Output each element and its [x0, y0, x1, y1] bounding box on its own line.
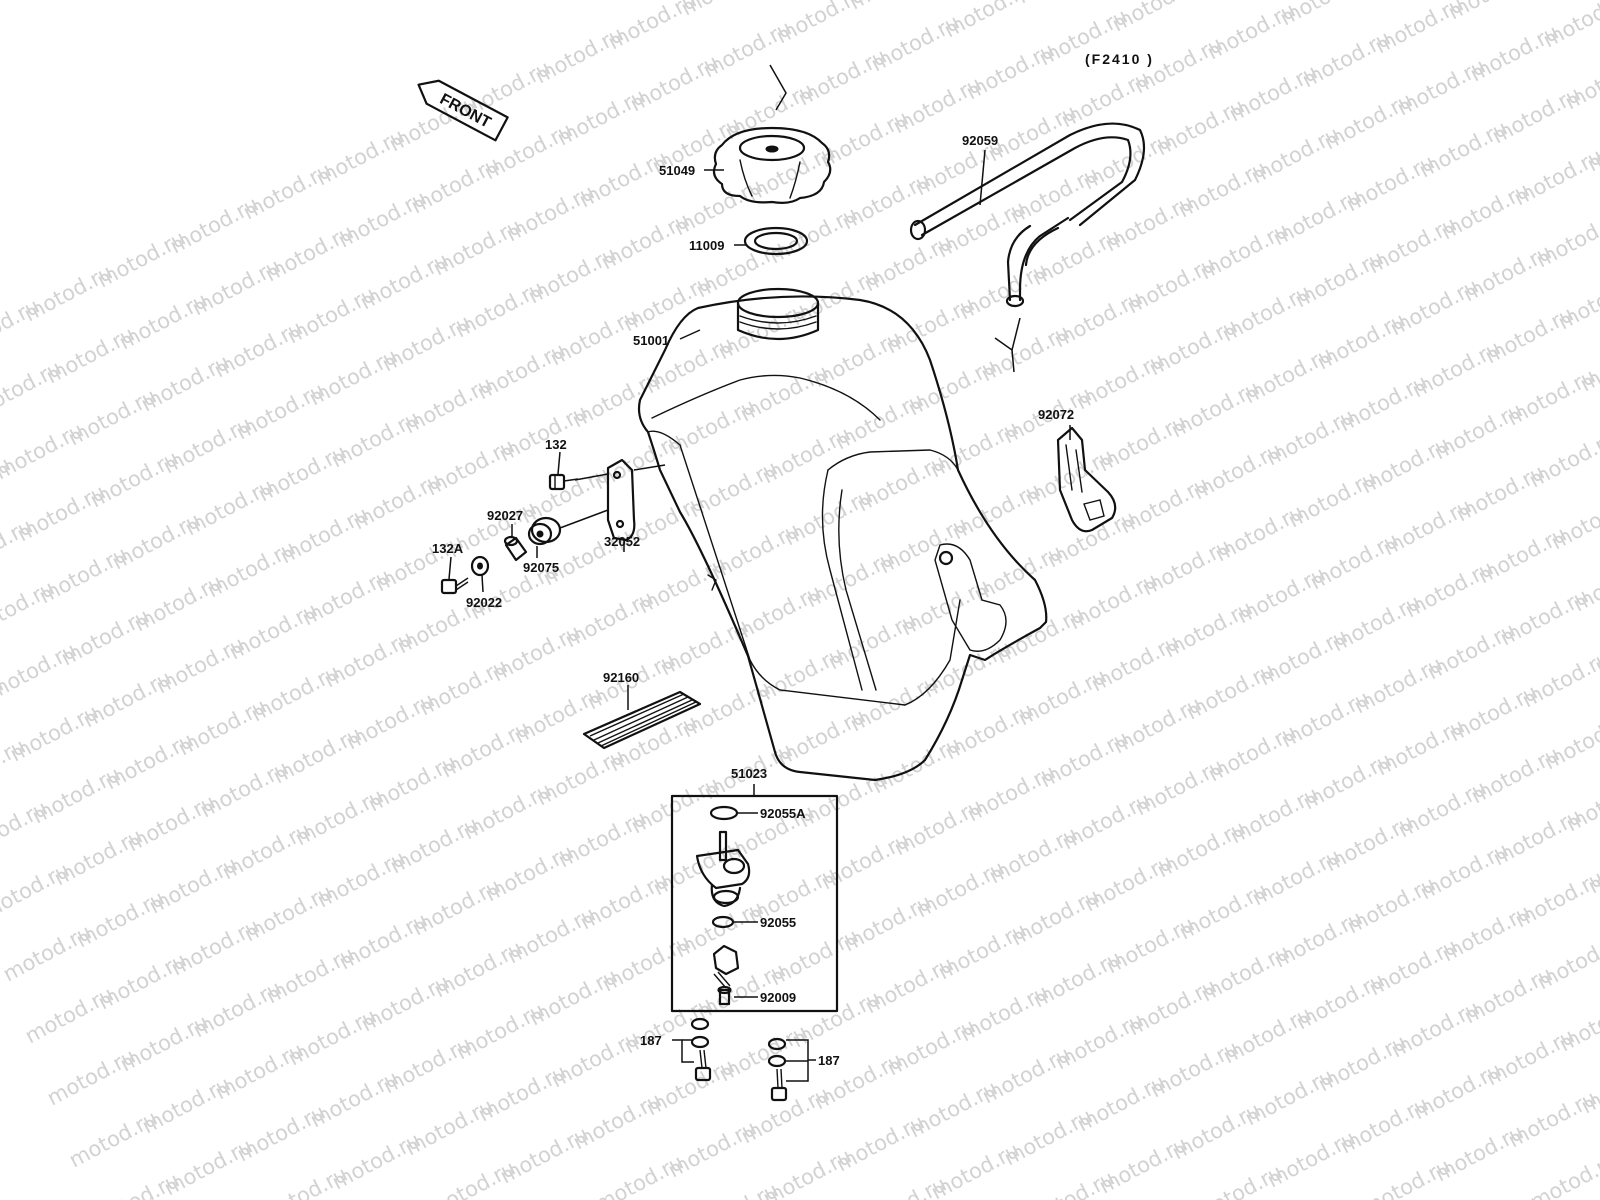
watermark-text: motod.ru — [1526, 1148, 1600, 1200]
label-51023: 51023 — [731, 766, 767, 781]
watermark-text: motod.ru — [1539, 0, 1600, 52]
watermark-text: motod.ru — [1525, 426, 1600, 492]
watermark-text: motod.ru — [1518, 646, 1600, 712]
watermark-text: motod.ru — [1562, 770, 1600, 836]
watermark-text: motod.ru — [845, 0, 941, 14]
watermark-text: motod.ru — [1547, 488, 1600, 554]
watermark-text: motod.ru — [1561, 48, 1600, 114]
watermark-text: motod.ru — [1444, 0, 1540, 24]
breather-hose — [909, 122, 1146, 308]
label-51001: 51001 — [633, 333, 669, 348]
label-32052: 32052 — [604, 534, 640, 549]
watermark-text: motod.ru — [1013, 0, 1109, 8]
label-92022: 92022 — [466, 595, 502, 610]
tank-strap — [1056, 426, 1117, 533]
watermark-text: motod.ru — [1555, 990, 1600, 1056]
watermark-text: motod.ru — [1532, 206, 1600, 272]
label-51049: 51049 — [659, 163, 695, 178]
watermark-text: motod.ru — [677, 0, 773, 20]
label-11009: 11009 — [689, 238, 724, 253]
label-92075: 92075 — [523, 560, 559, 575]
label-92160: 92160 — [603, 670, 639, 685]
screw-92009 — [717, 985, 732, 1006]
cap-gasket — [743, 226, 809, 256]
label-187-right: 187 — [818, 1053, 840, 1068]
rubber-damper — [527, 516, 562, 546]
bolt-set-187-left — [690, 1017, 712, 1082]
tank-pad — [582, 690, 702, 750]
fuel-tank — [637, 287, 1048, 782]
watermark-text: motod.ru — [1181, 0, 1277, 2]
washer — [470, 555, 490, 577]
label-92055a: 92055A — [760, 806, 806, 821]
watermark-text: motod.ru — [940, 0, 1036, 42]
watermark-text: motod.ru — [1554, 268, 1600, 334]
label-92009: 92009 — [760, 990, 796, 1005]
watermark-text: motod.ru — [1108, 0, 1204, 36]
label-187-left: 187 — [640, 1033, 662, 1048]
bolt-132a — [440, 577, 469, 595]
label-92027: 92027 — [487, 508, 523, 523]
watermark-text: motod.ru — [1276, 0, 1372, 30]
watermark-text: motod.ru — [1533, 928, 1600, 994]
label-92059: 92059 — [962, 133, 998, 148]
fuel-filter — [712, 944, 740, 989]
label-92072: 92072 — [1038, 407, 1074, 422]
fuel-cock-assembly — [670, 784, 839, 1013]
collar — [503, 535, 528, 562]
fuel-cap — [712, 126, 832, 204]
bolt-132 — [548, 473, 579, 491]
watermark-text: motod.ru — [1540, 708, 1600, 774]
bolt-set-187-right — [767, 1037, 788, 1102]
label-132a: 132A — [432, 541, 464, 556]
fuel-cock-body — [695, 830, 751, 908]
label-132: 132 — [545, 437, 567, 452]
mount-bracket — [606, 458, 636, 542]
diagram-code: (F2410 ) — [1085, 51, 1154, 67]
label-92055: 92055 — [760, 915, 796, 930]
